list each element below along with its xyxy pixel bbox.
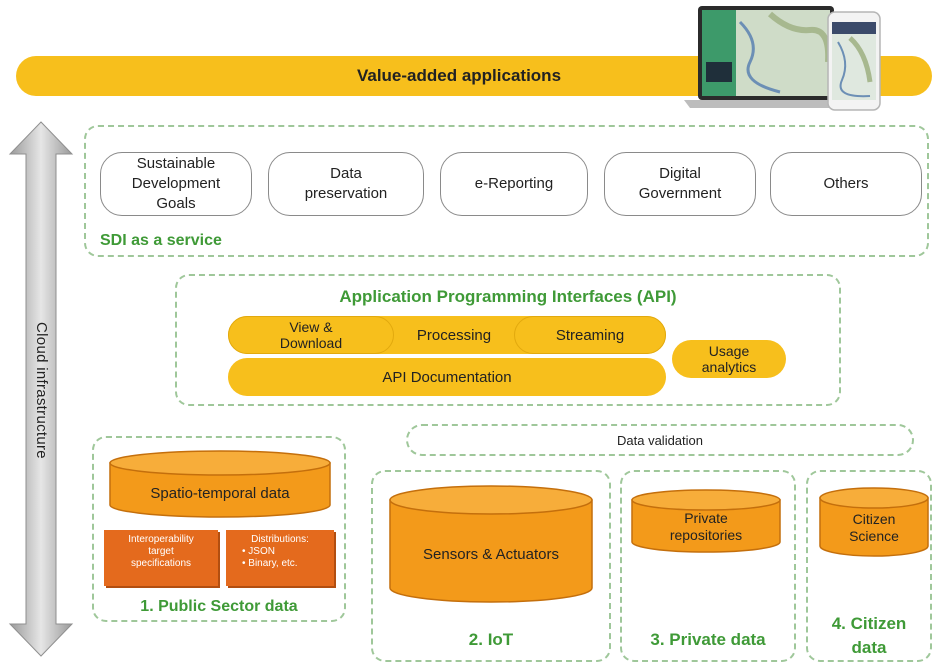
citizen-data-panel xyxy=(806,470,932,662)
api-panel xyxy=(175,274,841,406)
api-usage-analytics: Usage analytics xyxy=(672,340,786,378)
api-processing: Processing xyxy=(416,326,492,344)
devices-illustration xyxy=(680,2,900,112)
private-data-label: 3. Private data xyxy=(650,630,766,649)
sdi-as-a-service-panel xyxy=(84,125,929,257)
banner-label: Value-added applications xyxy=(356,66,562,85)
public-sector-panel xyxy=(92,436,346,622)
citizen-data-label: 4. Citizen data xyxy=(831,614,907,657)
api-view-download: View & Download xyxy=(228,316,394,354)
cloud-infrastructure-arrow: Cloud infrastructure xyxy=(6,120,76,660)
sdi-item-data-preservation: Data preservation xyxy=(268,152,424,216)
private-data-panel xyxy=(620,470,796,662)
api-documentation: API Documentation xyxy=(228,358,666,396)
sdi-item-digital-government: Digital Government xyxy=(604,152,756,216)
iot-label: 2. IoT xyxy=(468,630,514,649)
api-streaming: Streaming xyxy=(514,316,666,354)
iot-panel xyxy=(371,470,611,662)
sdi-item-sdg: Sustainable Development Goals xyxy=(100,152,252,216)
private-repositories-cylinder: Private repositories xyxy=(630,488,782,554)
api-title: Application Programming Interfaces (API) xyxy=(339,287,677,306)
sdi-item-e-reporting: e-Reporting xyxy=(440,152,588,216)
spatio-temporal-cylinder: Spatio-temporal data xyxy=(108,449,332,519)
interoperability-box: Interoperability target specifications xyxy=(104,530,218,586)
distributions-box: Distributions: • JSON • Binary, etc. xyxy=(226,530,334,586)
citizen-science-cylinder: Citizen Science xyxy=(818,486,930,558)
data-validation-bar: Data validation xyxy=(406,424,914,456)
public-sector-label: 1. Public Sector data xyxy=(140,598,298,615)
sdi-label: SDI as a service xyxy=(100,232,222,249)
sensors-cylinder: Sensors & Actuators xyxy=(388,484,594,604)
cloud-infrastructure-label: Cloud infrastructure xyxy=(32,321,50,459)
sdi-item-others: Others xyxy=(770,152,922,216)
